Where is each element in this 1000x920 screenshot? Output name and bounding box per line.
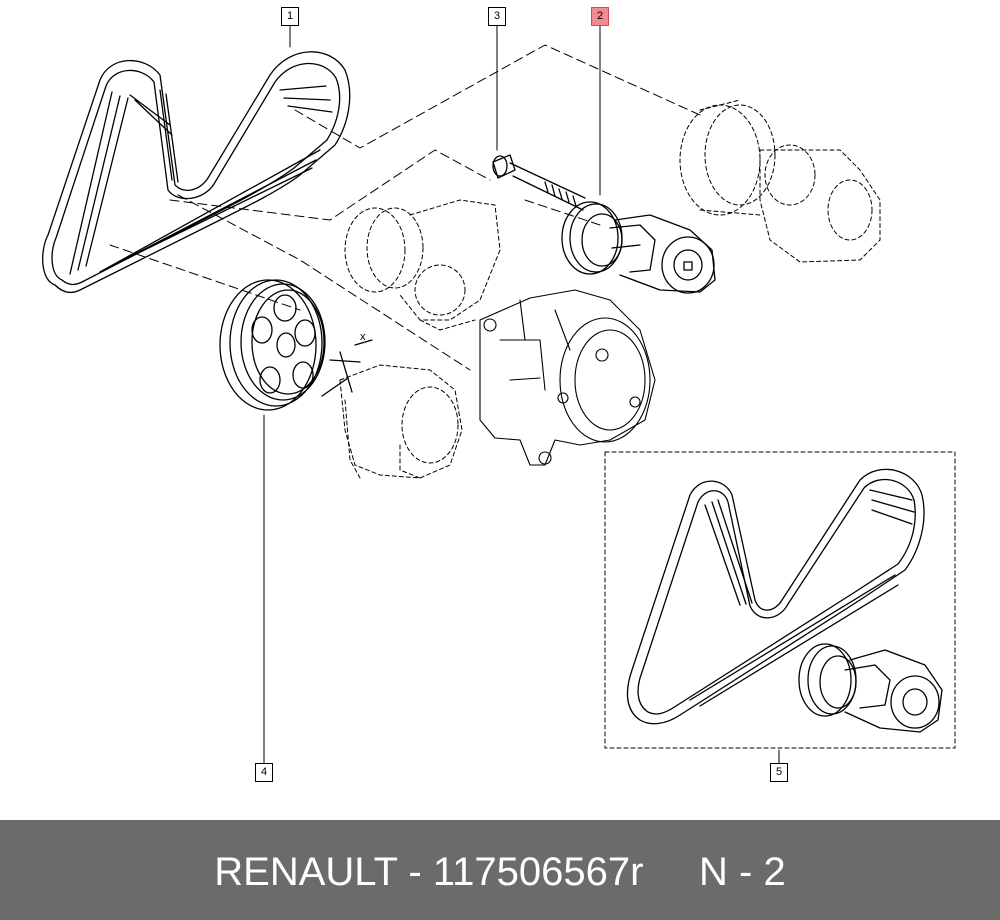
footer-caption: RENAULT - 117506567r N - 2 xyxy=(0,850,1000,894)
dimension-x-label: x xyxy=(360,331,366,343)
idler-pulley-ghost xyxy=(344,199,501,331)
footer-bar: RENAULT - 117506567r N - 2 xyxy=(0,820,1000,920)
kit-5-belt xyxy=(626,468,925,725)
bolt-3 xyxy=(492,154,586,211)
kit-5-tensioner xyxy=(798,643,943,733)
footer-position-label: N - 2 xyxy=(699,850,786,894)
compressor xyxy=(479,289,656,466)
pump-ghost xyxy=(339,364,463,479)
callout-4[interactable]: 4 xyxy=(255,763,273,782)
footer-part-number: 117506567r xyxy=(432,850,644,894)
callout-5[interactable]: 5 xyxy=(770,763,788,782)
callout-2[interactable]: 2 xyxy=(591,7,609,26)
tensioner-2 xyxy=(561,201,716,294)
belt-1 xyxy=(42,51,351,294)
kit-5-frame xyxy=(604,451,956,749)
footer-separator: - xyxy=(408,850,422,894)
callout-3[interactable]: 3 xyxy=(488,7,506,26)
leader-lines xyxy=(263,24,780,764)
crankshaft-pulley-ghost xyxy=(679,99,881,263)
callout-1[interactable]: 1 xyxy=(281,7,299,26)
pulley-4 xyxy=(219,279,373,411)
assembly-lines xyxy=(109,44,701,371)
footer-brand: RENAULT xyxy=(214,850,398,894)
parts-diagram: x xyxy=(42,24,956,764)
